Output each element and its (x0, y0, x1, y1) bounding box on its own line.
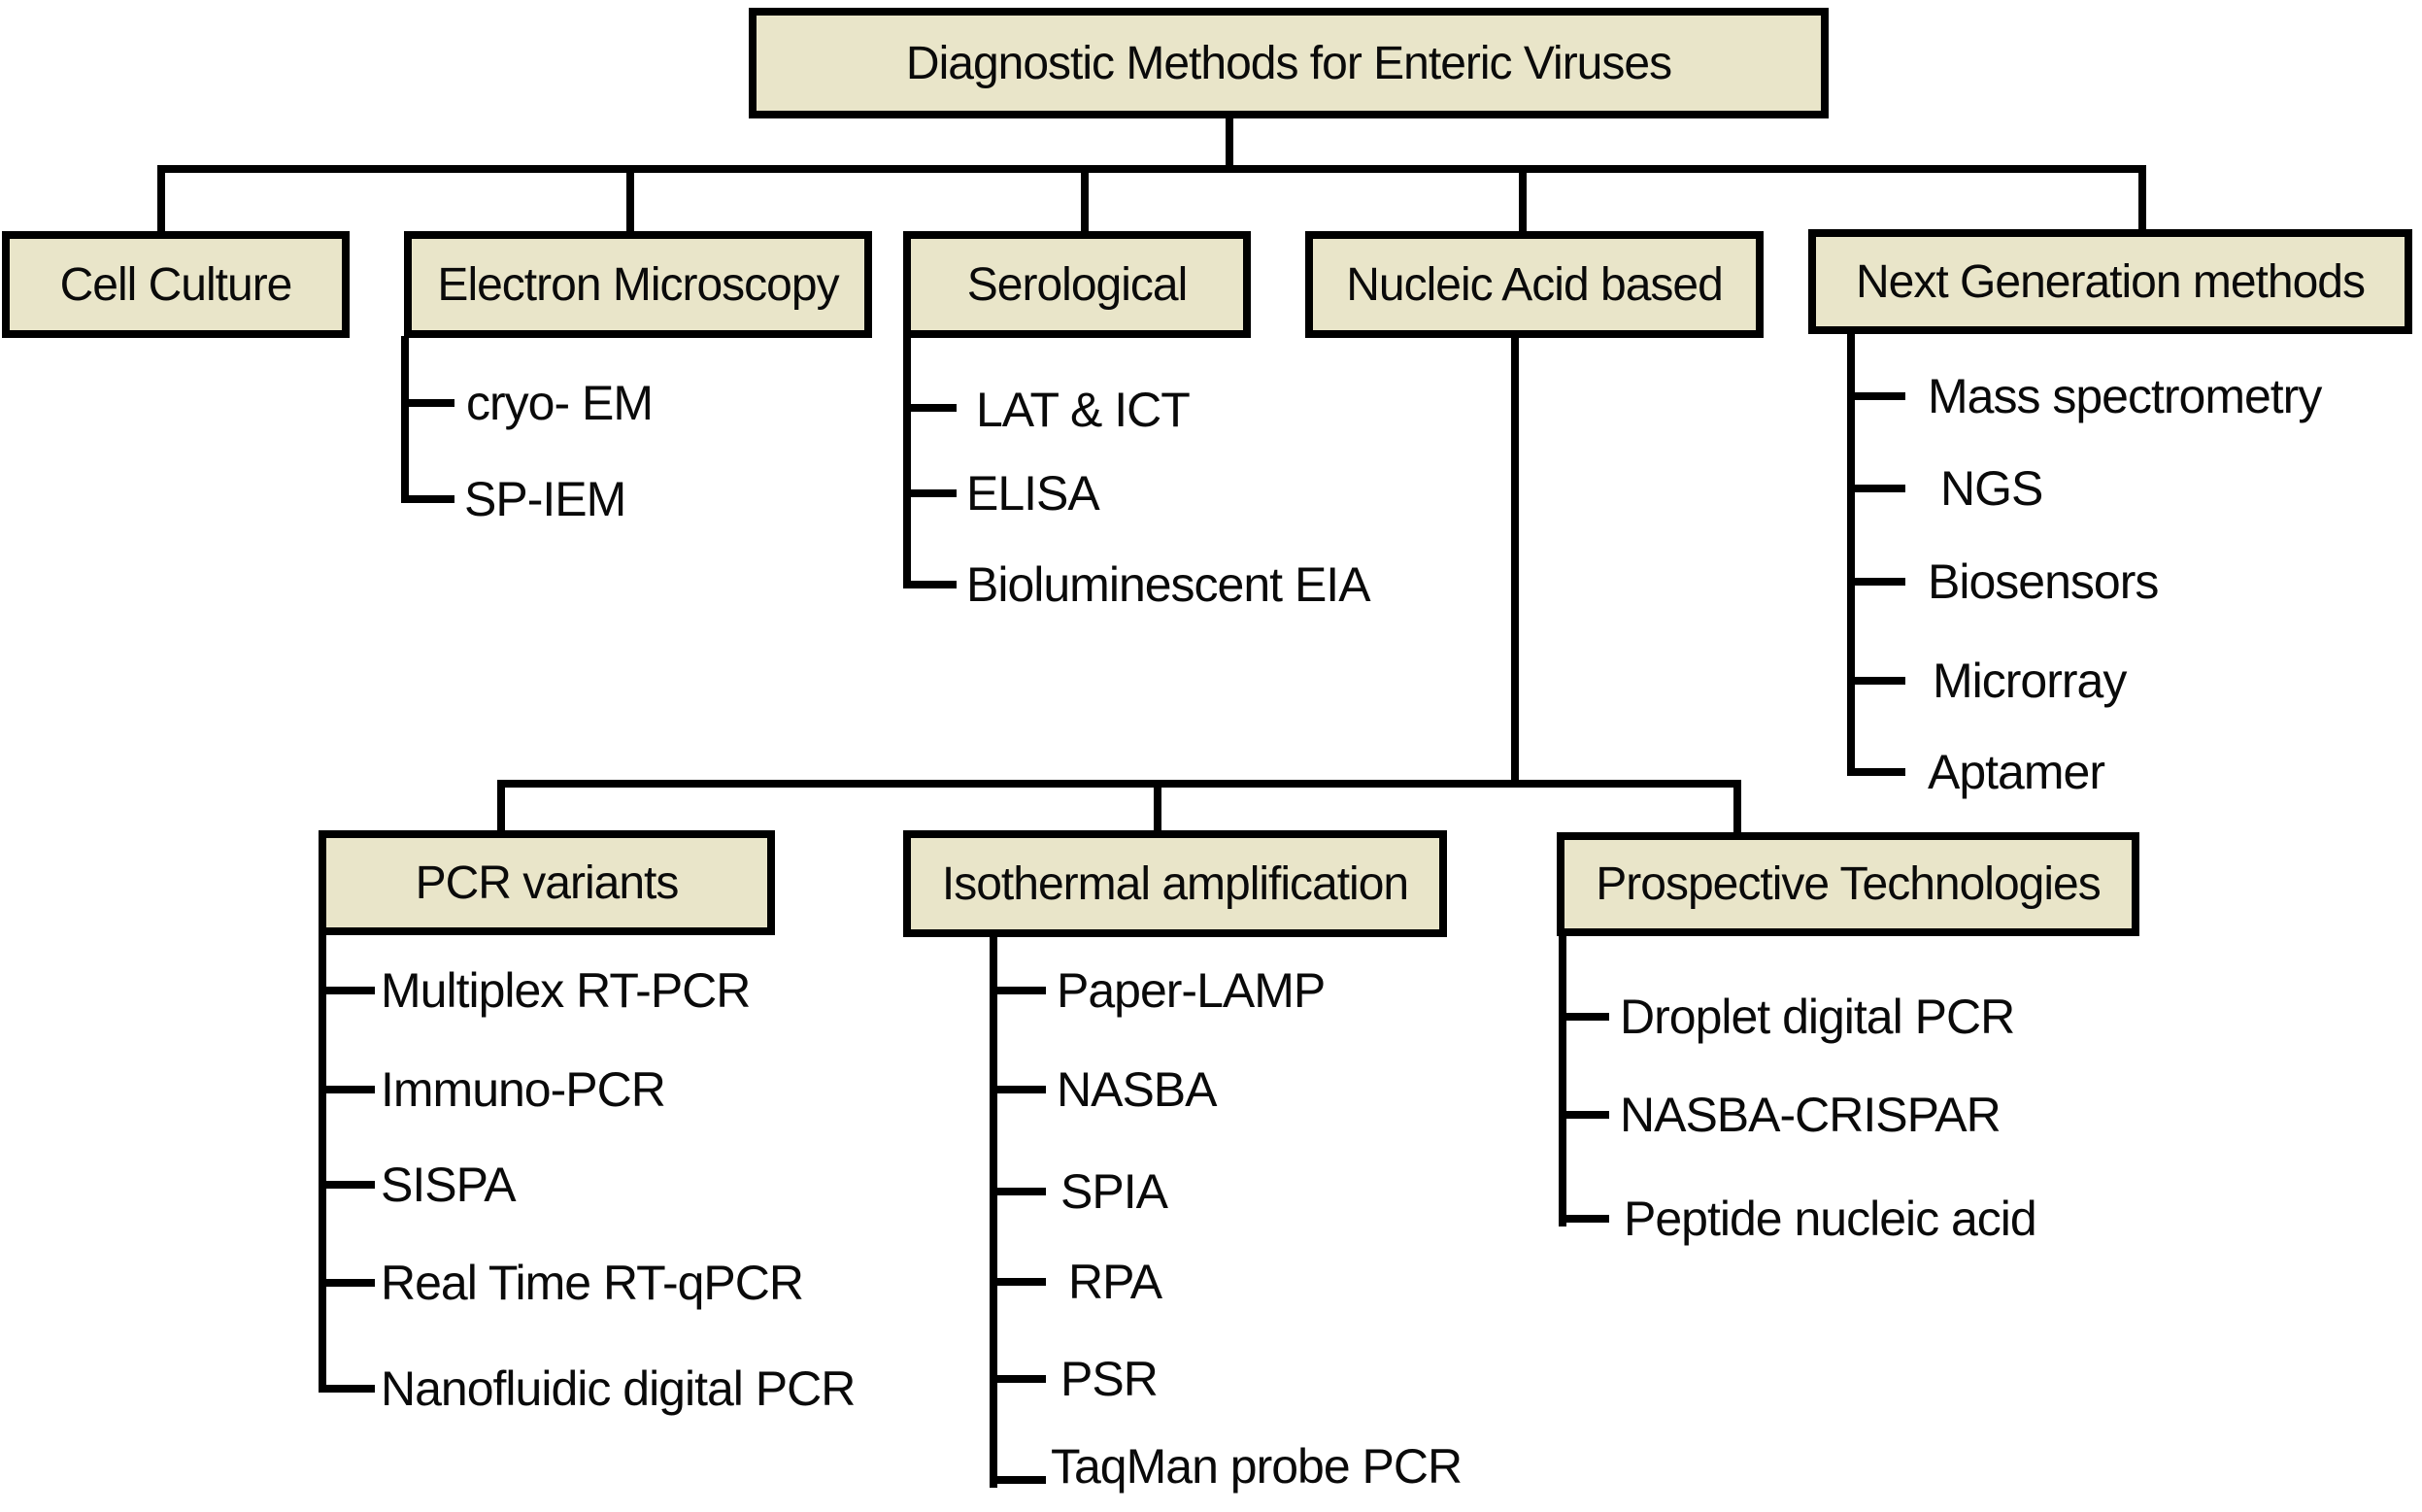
leaf-real-time-rt-qpcr: Real Time RT-qPCR (381, 1256, 804, 1310)
leaf-spia: SPIA (1060, 1164, 1168, 1219)
serological-tick-elisa (903, 489, 957, 497)
leaf-cryo-em: cryo- EM (466, 376, 654, 430)
branch-box-serological: Serological (903, 231, 1251, 338)
leaf-lat-ict: LAT & ICT (976, 383, 1191, 437)
prospective-subtree-vertical (1559, 936, 1566, 1226)
isothermal-tick-rpa (990, 1278, 1046, 1286)
leaf-sispa: SISPA (381, 1158, 517, 1212)
branch-box-next-generation-methods: Next Generation methods (1808, 229, 2412, 334)
leaf-immuno-pcr: Immuno-PCR (381, 1062, 666, 1117)
nextgen-tick-ngs (1847, 485, 1905, 492)
isothermal-tick-taqman (990, 1476, 1046, 1484)
connector-drop-serological (1081, 165, 1089, 235)
connector-drop-next-generation (2138, 165, 2146, 233)
isothermal-tick-nasba (990, 1086, 1046, 1093)
pcr-subtree-vertical (319, 935, 326, 1393)
nextgen-tick-aptamer (1847, 768, 1905, 776)
connector-root-vertical (1226, 117, 1233, 171)
leaf-paper-lamp: Paper-LAMP (1057, 963, 1326, 1018)
leaf-sp-iem: SP-IEM (464, 472, 626, 526)
nextgen-tick-microrray (1847, 677, 1905, 685)
connector-drop-nucleic-acid (1519, 165, 1527, 235)
leaf-biosensors: Biosensors (1928, 554, 2159, 609)
serological-tick-lat-ict (903, 404, 957, 412)
serological-tick-bioluminescent (903, 581, 957, 588)
em-tick-sp-iem (401, 495, 454, 503)
nucleic-acid-subtree-vertical (1511, 336, 1519, 788)
root-box-diagnostic-methods: Diagnostic Methods for Enteric Viruses (749, 8, 1829, 118)
pcr-tick-sispa (319, 1181, 375, 1189)
leaf-rpa: RPA (1068, 1255, 1162, 1309)
connector-drop-pcr-variants (497, 780, 505, 830)
nextgen-subtree-vertical (1847, 334, 1855, 776)
branch-box-prospective-technologies: Prospective Technologies (1557, 832, 2139, 936)
leaf-psr: PSR (1060, 1352, 1159, 1406)
prospective-tick-peptide (1559, 1215, 1609, 1223)
leaf-ngs: NGS (1940, 461, 2043, 516)
leaf-nasba: NASBA (1057, 1062, 1218, 1117)
isothermal-subtree-vertical (990, 937, 997, 1488)
leaf-multiplex-rt-pcr: Multiplex RT-PCR (381, 963, 751, 1018)
pcr-tick-realtime (319, 1279, 375, 1287)
leaf-microrray: Microrray (1933, 654, 2127, 708)
leaf-nasba-crispar: NASBA-CRISPAR (1620, 1088, 2002, 1142)
isothermal-tick-paper-lamp (990, 987, 1046, 994)
isothermal-tick-spia (990, 1188, 1046, 1195)
branch-box-pcr-variants: PCR variants (319, 830, 775, 935)
serological-subtree-vertical (903, 336, 911, 588)
pcr-tick-multiplex (319, 987, 375, 994)
connector-row2-horizontal (497, 780, 1741, 788)
branch-box-isothermal-amplification: Isothermal amplification (903, 830, 1447, 937)
isothermal-tick-psr (990, 1375, 1046, 1383)
em-subtree-vertical (401, 336, 409, 503)
leaf-taqman-probe-pcr: TaqMan probe PCR (1051, 1439, 1463, 1494)
prospective-tick-nasba-crispar (1559, 1111, 1609, 1119)
prospective-tick-droplet (1559, 1013, 1609, 1021)
nextgen-tick-biosensors (1847, 578, 1905, 586)
leaf-droplet-digital-pcr: Droplet digital PCR (1620, 990, 2015, 1044)
connector-drop-prospective (1733, 780, 1741, 832)
connector-drop-isothermal (1154, 780, 1161, 830)
pcr-tick-immuno (319, 1086, 375, 1093)
connector-drop-electron-microscopy (626, 165, 634, 235)
nextgen-tick-mass-spectrometry (1847, 392, 1905, 400)
em-tick-cryo-em (401, 399, 454, 407)
leaf-elisa: ELISA (966, 466, 1100, 521)
leaf-nanofluidic-digital-pcr: Nanofluidic digital PCR (381, 1361, 856, 1416)
leaf-mass-spectrometry: Mass spectrometry (1928, 369, 2322, 423)
pcr-tick-nanofluidic (319, 1385, 375, 1393)
branch-box-electron-microscopy: Electron Microscopy (404, 231, 872, 338)
leaf-bioluminescent-eia: Bioluminescent EIA (966, 557, 1371, 612)
branch-box-cell-culture: Cell Culture (2, 231, 350, 338)
connector-drop-cell-culture (157, 165, 165, 235)
leaf-aptamer: Aptamer (1928, 745, 2105, 799)
connector-row1-horizontal (157, 165, 2146, 173)
branch-box-nucleic-acid-based: Nucleic Acid based (1305, 231, 1764, 338)
leaf-peptide-nucleic-acid: Peptide nucleic acid (1624, 1192, 2037, 1246)
